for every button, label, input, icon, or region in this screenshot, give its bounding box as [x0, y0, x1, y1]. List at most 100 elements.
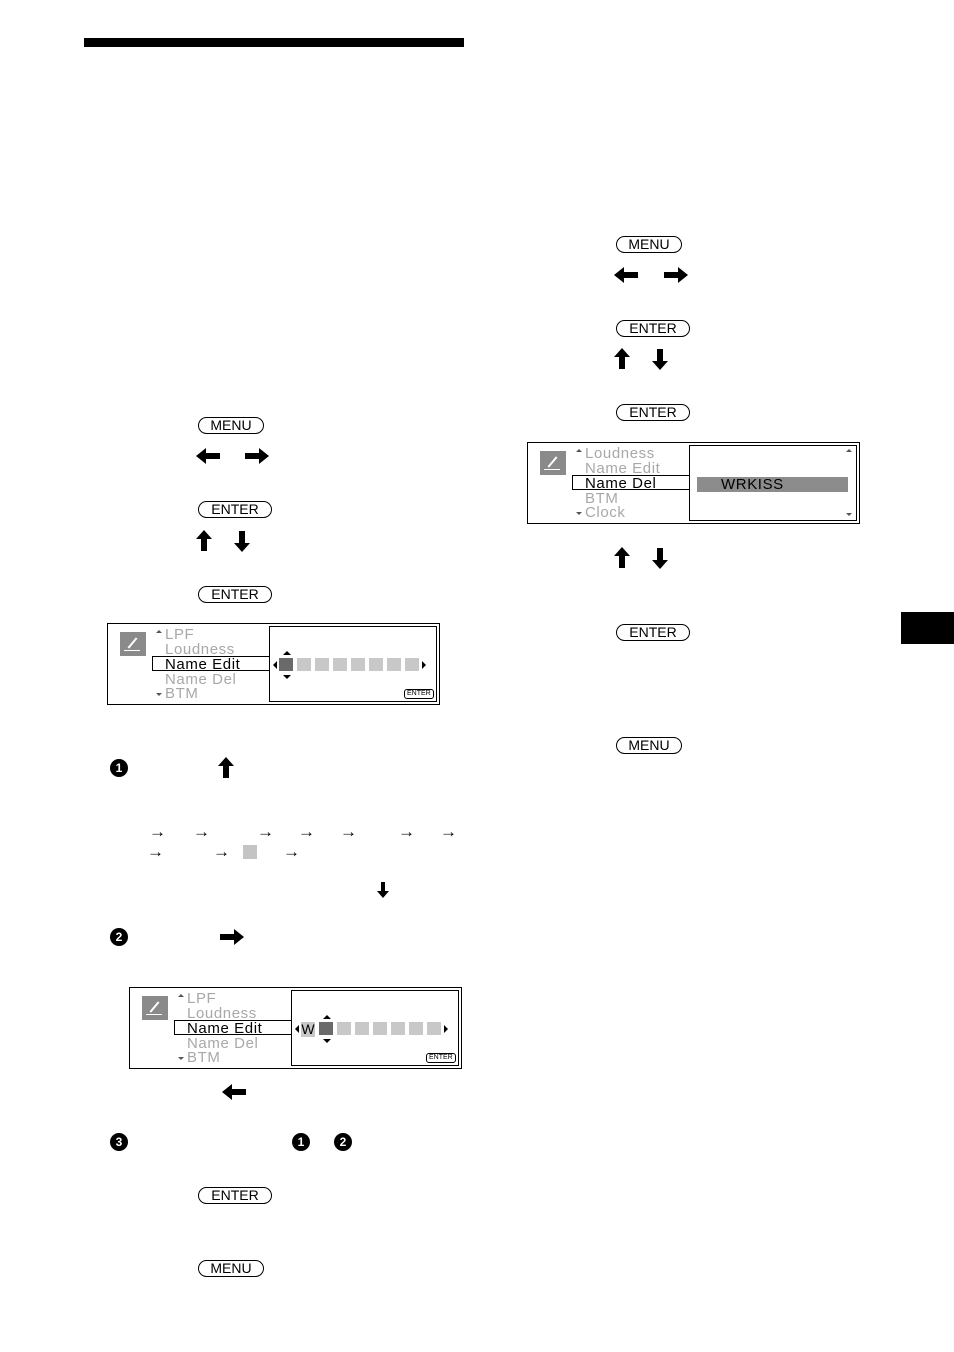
section-header-rule: [84, 38, 464, 47]
step-number-2: 2: [110, 928, 128, 946]
up-arrow-icon: [614, 348, 630, 369]
char-cell: [333, 658, 347, 671]
char-up-icon: [283, 651, 291, 655]
sequence-arrow-icon: →: [398, 822, 415, 841]
section-tab-marker: [901, 612, 954, 644]
menu-item: LPF: [165, 626, 195, 643]
blank-char-swatch: [243, 845, 257, 859]
list-down-icon: [846, 513, 852, 516]
char-cell: [355, 1022, 369, 1035]
char-cell: [337, 1022, 351, 1035]
enter-badge: ENTER: [426, 1053, 456, 1063]
char-down-icon: [283, 675, 291, 679]
char-cell-cursor: [319, 1022, 333, 1035]
entered-char: W: [301, 1021, 315, 1037]
list-up-icon: [846, 449, 852, 452]
menu-button[interactable]: MENU: [198, 417, 264, 434]
sequence-arrow-icon: →: [298, 822, 315, 841]
down-arrow-icon: [234, 531, 250, 552]
menu-item: Name Edit: [585, 460, 661, 477]
menu-item: Clock: [585, 504, 626, 521]
left-arrow-icon: [196, 448, 220, 464]
menu-item-selected: Name Edit: [165, 656, 241, 673]
step-ref-2: 2: [334, 1133, 352, 1151]
pen-icon: [540, 451, 566, 475]
char-cell-cursor: [279, 658, 293, 671]
down-arrow-icon: [652, 548, 668, 569]
sequence-arrow-icon: →: [440, 822, 457, 841]
sequence-arrow-icon: →: [213, 842, 230, 861]
menu-item: Loudness: [165, 641, 235, 658]
menu-item: LPF: [187, 990, 217, 1007]
up-arrow-icon: [218, 757, 234, 778]
sequence-arrow-icon: →: [283, 842, 300, 861]
menu-item-selected: Name Del: [585, 475, 657, 492]
enter-button[interactable]: ENTER: [198, 501, 272, 518]
sequence-arrow-icon: →: [193, 822, 210, 841]
menu-item: BTM: [585, 490, 619, 507]
char-cell: [387, 658, 401, 671]
enter-button[interactable]: ENTER: [616, 624, 690, 641]
cursor-left-icon: [273, 661, 277, 669]
step-number-3: 3: [110, 1133, 128, 1151]
char-up-icon: [323, 1015, 331, 1019]
menu-item: Loudness: [187, 1005, 257, 1022]
lcd-display-name-edit: LPF Loudness Name Edit Name Del BTM ENTE…: [107, 623, 440, 705]
right-arrow-icon: [664, 267, 688, 283]
char-cell: [427, 1022, 441, 1035]
up-arrow-icon: [614, 547, 630, 568]
char-cell: [369, 658, 383, 671]
pen-icon: [142, 996, 168, 1020]
menu-item: BTM: [187, 1049, 221, 1066]
char-cell: [297, 658, 311, 671]
sequence-arrow-icon: →: [149, 822, 166, 841]
scroll-up-icon: [178, 994, 184, 997]
down-arrow-icon: [652, 349, 668, 370]
pen-icon: [120, 632, 146, 656]
menu-item: Name Del: [187, 1035, 259, 1052]
right-arrow-icon: [220, 929, 244, 945]
down-arrow-icon: [377, 882, 389, 898]
enter-badge: ENTER: [404, 689, 434, 699]
enter-button[interactable]: ENTER: [198, 1187, 272, 1204]
scroll-down-icon: [576, 512, 582, 515]
menu-item: BTM: [165, 685, 199, 702]
cursor-right-icon: [444, 1025, 448, 1033]
char-cell: [391, 1022, 405, 1035]
enter-button[interactable]: ENTER: [616, 320, 690, 337]
menu-item-selected: Name Edit: [187, 1020, 263, 1037]
left-arrow-icon: [614, 267, 638, 283]
cursor-left-icon: [295, 1025, 299, 1033]
sequence-arrow-icon: →: [340, 822, 357, 841]
name-list-panel: WRKISS: [689, 445, 857, 521]
char-cell: [351, 658, 365, 671]
cursor-right-icon: [422, 661, 426, 669]
sequence-arrow-icon: →: [147, 842, 164, 861]
char-cell: [373, 1022, 387, 1035]
up-arrow-icon: [196, 530, 212, 551]
lcd-display-name-edit-w: LPF Loudness Name Edit Name Del BTM W EN…: [129, 987, 462, 1069]
menu-button[interactable]: MENU: [198, 1260, 264, 1277]
lcd-display-name-del: Loudness Name Edit Name Del BTM Clock WR…: [527, 442, 860, 524]
enter-button[interactable]: ENTER: [198, 586, 272, 603]
char-cell: [315, 658, 329, 671]
step-number-1: 1: [110, 759, 128, 777]
sequence-arrow-icon: →: [257, 822, 274, 841]
menu-button[interactable]: MENU: [616, 236, 682, 253]
entry-panel: W ENTER: [291, 990, 459, 1066]
menu-item: Name Del: [165, 671, 237, 688]
menu-item: Loudness: [585, 445, 655, 462]
char-down-icon: [323, 1039, 331, 1043]
enter-button[interactable]: ENTER: [616, 404, 690, 421]
char-cell: [409, 1022, 423, 1035]
scroll-up-icon: [576, 449, 582, 452]
menu-button[interactable]: MENU: [616, 737, 682, 754]
entry-panel: ENTER: [269, 626, 437, 702]
char-cell: [405, 658, 419, 671]
left-arrow-icon: [222, 1084, 246, 1100]
scroll-up-icon: [156, 630, 162, 633]
scroll-down-icon: [178, 1057, 184, 1060]
right-arrow-icon: [245, 448, 269, 464]
stored-name: WRKISS: [697, 477, 848, 492]
step-ref-1: 1: [292, 1133, 310, 1151]
